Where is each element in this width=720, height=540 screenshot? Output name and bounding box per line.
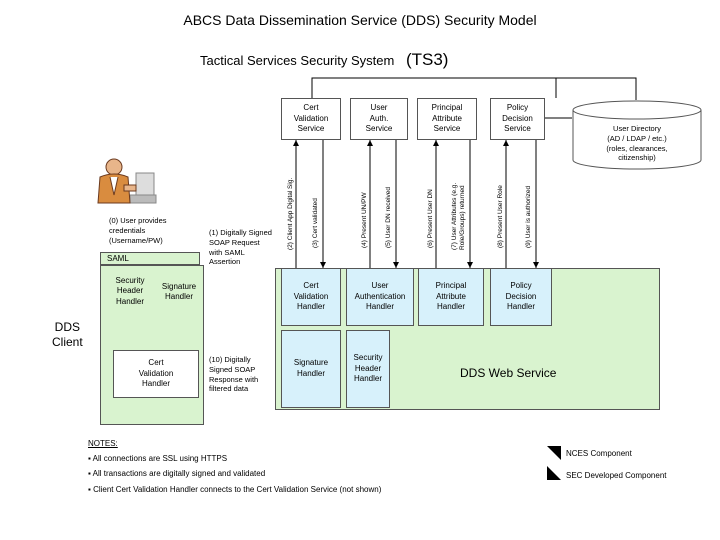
- saml-tag: SAML: [100, 252, 200, 265]
- step-3-label: (3) Cert validated: [312, 198, 319, 248]
- ws-security-header-handler[interactable]: Security Header Handler: [346, 330, 390, 408]
- step-10-label: (10) Digitally Signed SOAP Response with…: [209, 355, 259, 394]
- dds-client-region: [100, 265, 204, 425]
- note-item: ▪ Client Cert Validation Handler connect…: [88, 484, 382, 494]
- step9-arrow: [533, 262, 539, 268]
- dds-client-label: DDS Client: [52, 320, 83, 349]
- step4-arrow: [367, 140, 373, 146]
- ts3-bracket: [311, 77, 637, 100]
- step5-arrow: [393, 262, 399, 268]
- client-signature-handler[interactable]: Signature Handler: [161, 282, 197, 302]
- step-0-label: (0) User provides credentials (Username/…: [109, 216, 167, 245]
- step2-arrow: [293, 140, 299, 146]
- subtitle-text: Tactical Services Security System: [200, 53, 395, 68]
- ws-principal-attribute-handler[interactable]: Principal Attribute Handler: [418, 268, 484, 326]
- step8-arrow: [503, 140, 509, 146]
- sec-legend-icon: [547, 466, 561, 480]
- nces-legend-icon: [547, 446, 561, 460]
- step-9-label: (9) User is authorized: [525, 185, 532, 248]
- step3-arrow: [320, 262, 326, 268]
- step-2-label: (2) Client App Digital Sig.: [287, 177, 294, 250]
- client-cert-validation-handler[interactable]: Cert Validation Handler: [113, 350, 199, 398]
- cert-validation-service[interactable]: Cert Validation Service: [281, 98, 341, 140]
- step-8-label: (8) Present User Role: [497, 185, 504, 248]
- step6-arrow: [433, 140, 439, 146]
- user-icon: [97, 158, 157, 204]
- notes-block: NOTES: ▪ All connections are SSL using H…: [88, 436, 548, 497]
- principal-attribute-service[interactable]: Principal Attribute Service: [417, 98, 477, 140]
- note-item: ▪ All transactions are digitally signed …: [88, 469, 266, 479]
- policy-decision-service[interactable]: Policy Decision Service: [490, 98, 545, 140]
- client-security-header-handler[interactable]: Security Header Handler: [115, 276, 145, 306]
- ws-policy-decision-handler[interactable]: Policy Decision Handler: [490, 268, 552, 326]
- notes-heading: NOTES:: [88, 439, 118, 448]
- step-5-label: (5) User DN received: [385, 186, 392, 248]
- ws-cert-validation-handler[interactable]: Cert Validation Handler: [281, 268, 341, 326]
- user-directory-label[interactable]: User Directory (AD / LDAP / etc.) (roles…: [606, 124, 668, 163]
- sec-legend-label: SEC Developed Component: [566, 471, 667, 480]
- step-6-label: (6) Present User DN: [427, 189, 434, 248]
- nces-legend-label: NCES Component: [566, 449, 632, 458]
- step-4-label: (4) Present UN/PW: [361, 192, 368, 248]
- diagram-title: ABCS Data Dissemination Service (DDS) Se…: [183, 12, 537, 28]
- step-1-label: (1) Digitally Signed SOAP Request with S…: [209, 228, 272, 267]
- note-item: ▪ All connections are SSL using HTTPS: [88, 454, 228, 464]
- ws-signature-handler[interactable]: Signature Handler: [281, 330, 341, 408]
- user-directory-cylinder: [572, 100, 702, 170]
- step7-arrow: [467, 262, 473, 268]
- diagram-subtitle: Tactical Services Security System (TS3): [200, 50, 448, 70]
- user-auth-service[interactable]: User Auth. Service: [350, 98, 408, 140]
- subtitle-tag: (TS3): [405, 50, 449, 69]
- step-7-label: (7) User Attributes (e.g. Role/Groups) r…: [451, 182, 466, 250]
- ws-user-authentication-handler[interactable]: User Authentication Handler: [346, 268, 414, 326]
- dds-web-service-label: DDS Web Service: [460, 366, 557, 380]
